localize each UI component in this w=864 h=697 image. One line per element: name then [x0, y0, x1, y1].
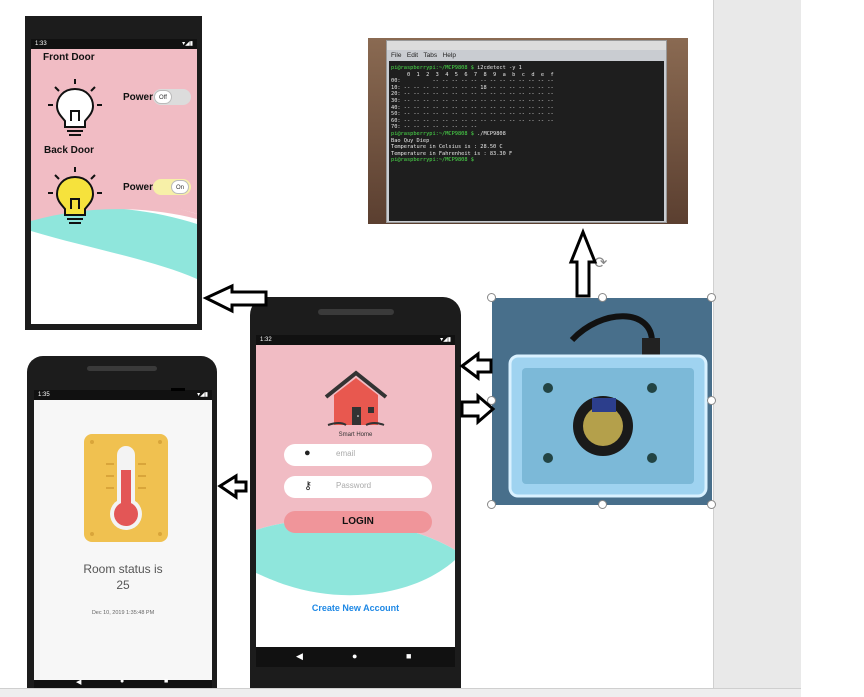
- password-placeholder: Password: [336, 481, 372, 490]
- resize-handle[interactable]: [707, 293, 716, 302]
- create-account-link[interactable]: Create New Account: [311, 603, 400, 613]
- back-door-toggle[interactable]: On: [153, 179, 191, 195]
- phone-lights-frame: 1:33 ▾◢▮ Front Door Power: [25, 16, 202, 330]
- terminal-window: File Edit Tabs Help pi@raspberrypi:~/MCP…: [386, 40, 667, 223]
- user-icon: ●: [304, 447, 311, 459]
- rotate-icon[interactable]: ⟳: [594, 255, 608, 272]
- arrow-left-lights: [202, 283, 268, 314]
- menu-help[interactable]: Help: [442, 52, 456, 59]
- resize-handle[interactable]: [707, 500, 716, 509]
- terminal-line: Temperature in Celsius is : 28.50 C: [391, 144, 503, 151]
- brand-name: Smart Home: [338, 432, 373, 438]
- recents-nav-icon[interactable]: ■: [164, 678, 169, 685]
- terminal-line: Bao Quy Diep: [391, 137, 430, 144]
- resize-handle[interactable]: [598, 293, 607, 302]
- key-icon: ⚷: [304, 480, 313, 492]
- timestamp: Dec 10, 2019 1:35:48 PM: [91, 610, 155, 616]
- terminal-photo: File Edit Tabs Help pi@raspberrypi:~/MCP…: [368, 38, 688, 224]
- toggle-on-knob: On: [171, 180, 189, 194]
- terminal-output: pi@raspberrypi:~/MCP9808 $ i2cdetect -y …: [391, 65, 662, 164]
- house-logo-icon: [324, 370, 388, 426]
- terminal-line: pi@raspberrypi:~/MCP9808 $ ./MCP9808: [391, 130, 506, 137]
- phone-temp-frame: 1:35 ▾◢▮ Room status is 25 Dec 10, 2019 …: [27, 356, 217, 688]
- status-time: 1:35: [38, 392, 50, 398]
- nav-bar: ◀ ● ■: [256, 647, 455, 667]
- terminal-line: pi@raspberrypi:~/MCP9808 $ i2cdetect -y …: [391, 65, 522, 71]
- arrow-up: [568, 227, 598, 298]
- outside-area: [801, 0, 864, 697]
- speaker-grille: [87, 366, 157, 371]
- recents-nav-icon[interactable]: ■: [406, 651, 412, 661]
- back-nav-icon[interactable]: ◀: [76, 679, 82, 686]
- terminal-line: pi@raspberrypi:~/MCP9808 $: [391, 157, 474, 164]
- lightbulb-off-icon: [48, 79, 102, 136]
- status-bar: 1:32 ▾◢▮: [256, 335, 455, 345]
- terminal-body: pi@raspberrypi:~/MCP9808 $ i2cdetect -y …: [389, 61, 664, 221]
- menu-edit[interactable]: Edit: [406, 52, 419, 59]
- terminal-line: 30: -- -- -- -- -- -- -- -- -- -- -- -- …: [391, 97, 554, 104]
- resize-handle[interactable]: [707, 396, 716, 405]
- room-status-value: 25: [116, 578, 130, 592]
- terminal-line: 50: -- -- -- -- -- -- -- -- -- -- -- -- …: [391, 111, 554, 118]
- terminal-line: 20: -- -- -- -- -- -- -- -- -- -- -- -- …: [391, 91, 554, 98]
- pi-case-illustration: [492, 298, 712, 505]
- terminal-menu: File Edit Tabs Help: [391, 52, 456, 59]
- arrow-left-temp: [217, 473, 248, 500]
- power-label-1: Power: [123, 92, 154, 103]
- terminal-line: 70: -- -- -- -- -- -- -- --: [391, 124, 478, 131]
- front-door-toggle[interactable]: Off: [153, 89, 191, 105]
- status-bar: 1:33 ▾◢▮: [31, 39, 197, 49]
- terminal-line: 10: -- -- -- -- -- -- -- -- 18 -- -- -- …: [391, 84, 554, 91]
- back-nav-icon[interactable]: ◀: [296, 651, 303, 661]
- resize-handle[interactable]: [487, 293, 496, 302]
- speaker-grille: [318, 309, 394, 315]
- home-nav-icon[interactable]: ●: [120, 678, 125, 685]
- status-icons: ▾◢▮: [440, 337, 451, 343]
- status-time: 1:33: [35, 41, 47, 47]
- resize-handle[interactable]: [487, 500, 496, 509]
- status-icons: ▾◢▮: [182, 41, 193, 47]
- resize-handle[interactable]: [598, 500, 607, 509]
- phone-login-frame: 1:32 ▾◢▮ Smart Home ● email: [250, 297, 461, 688]
- lightbulb-on-icon: [48, 167, 102, 224]
- raspberry-pi-photo: [487, 293, 716, 509]
- back-door-label: Back Door: [44, 145, 95, 156]
- login-button[interactable]: LOGIN: [284, 511, 432, 533]
- email-field[interactable]: ● email: [284, 444, 432, 466]
- status-bar: 1:35 ▾◢▮: [34, 390, 212, 400]
- status-icons: ▾◢▮: [197, 392, 208, 398]
- room-status-label: Room status is: [83, 562, 163, 576]
- menu-file[interactable]: File: [391, 52, 402, 59]
- resize-handle[interactable]: [487, 396, 496, 405]
- phone-login-screen: 1:32 ▾◢▮ Smart Home ● email: [256, 335, 455, 667]
- status-time: 1:32: [260, 337, 272, 343]
- terminal-line: 0 1 2 3 4 5 6 7 8 9 a b c d e f: [391, 71, 554, 78]
- arrow-right-pi: [460, 392, 496, 426]
- menu-tabs[interactable]: Tabs: [423, 52, 438, 59]
- bottom-scrollbar[interactable]: [0, 688, 801, 697]
- thermometer-icon: [84, 434, 168, 542]
- arrow-left-pi: [459, 351, 493, 381]
- terminal-line: Temperature in Fahrenheit is : 83.30 F: [391, 150, 513, 157]
- page-margin: [713, 0, 801, 688]
- front-door-label: Front Door: [43, 52, 95, 63]
- home-nav-icon[interactable]: ●: [352, 651, 358, 661]
- toggle-off-knob: Off: [154, 90, 172, 104]
- terminal-line: 40: -- -- -- -- -- -- -- -- -- -- -- -- …: [391, 104, 554, 111]
- terminal-line: 60: -- -- -- -- -- -- -- -- -- -- -- -- …: [391, 117, 554, 124]
- terminal-titlebar: [387, 41, 666, 50]
- phone-temp-screen: 1:35 ▾◢▮ Room status is 25 Dec 10, 2019 …: [34, 390, 212, 680]
- nav-bar: ◀ ● ■: [34, 678, 212, 688]
- terminal-line: 00: -- -- -- -- -- -- -- -- -- -- -- -- …: [391, 78, 554, 85]
- password-field[interactable]: ⚷ Password: [284, 476, 432, 498]
- phone-lights-screen: 1:33 ▾◢▮ Front Door Power: [31, 39, 197, 324]
- email-placeholder: email: [336, 449, 356, 458]
- power-label-2: Power: [123, 182, 154, 193]
